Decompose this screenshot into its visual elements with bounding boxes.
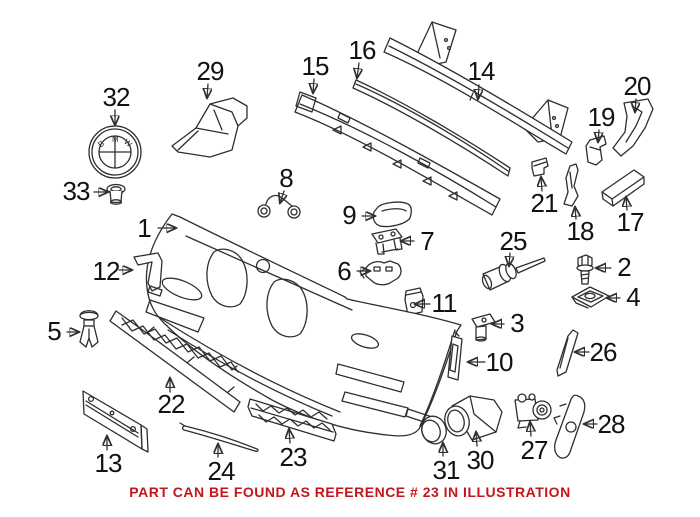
label-arrows	[66, 62, 636, 458]
part-label-14: 14	[467, 56, 496, 86]
part-plate-13	[82, 390, 149, 453]
part-label-33: 33	[62, 176, 91, 206]
part-label-20: 20	[623, 71, 652, 101]
leader-arrow-25	[509, 252, 510, 266]
part-label-7: 7	[420, 226, 435, 256]
part-bumper-cover	[145, 213, 462, 437]
leader-arrow-14	[478, 84, 479, 99]
part-reflector-28	[553, 394, 586, 459]
part-label-5: 5	[47, 316, 62, 346]
part-grille-22	[109, 310, 241, 413]
part-bracket-20	[612, 98, 654, 157]
leader-arrow-8	[280, 190, 284, 203]
emblem-letter-w: W	[122, 137, 134, 149]
part-sensor-25	[481, 257, 546, 291]
part-holder-27	[514, 393, 552, 429]
part-nut-4	[571, 286, 610, 309]
part-label-4: 4	[626, 282, 641, 312]
emblem-letter-b: B	[96, 139, 106, 149]
part-label-31: 31	[432, 455, 461, 485]
part-label-22: 22	[157, 389, 186, 419]
leader-arrow-15	[313, 78, 314, 93]
leader-arrow-27	[530, 422, 531, 437]
leader-arrow-29	[207, 83, 208, 98]
emblem-letter-m: M	[112, 135, 119, 144]
part-bar-17	[601, 169, 645, 207]
leader-arrow-30	[476, 432, 477, 447]
part-reinforcement-bar	[383, 21, 573, 155]
part-impact-absorber	[294, 91, 501, 216]
leader-arrow-17	[626, 197, 627, 211]
part-rivet-5	[79, 310, 99, 348]
leader-arrow-16	[357, 62, 359, 78]
part-hook-8	[257, 194, 301, 219]
part-label-26: 26	[589, 337, 618, 367]
part-label-18: 18	[566, 216, 595, 246]
part-cover-plate-9	[372, 201, 412, 228]
part-grommet	[106, 183, 126, 205]
part-label-8: 8	[279, 163, 294, 193]
part-label-27: 27	[520, 435, 549, 465]
part-bolt-2	[576, 254, 594, 285]
leader-arrow-18	[575, 207, 576, 220]
part-label-12: 12	[92, 256, 121, 286]
part-label-6: 6	[337, 256, 352, 286]
part-clamp-7	[371, 228, 403, 255]
part-label-15: 15	[301, 51, 330, 81]
part-label-2: 2	[617, 252, 632, 282]
leader-arrow-19	[598, 129, 599, 142]
part-label-13: 13	[94, 448, 123, 478]
part-label-23: 23	[279, 442, 308, 472]
part-label-9: 9	[342, 200, 357, 230]
part-bracket-10	[447, 331, 463, 381]
reference-note: PART CAN BE FOUND AS REFERENCE # 23 IN I…	[129, 484, 571, 500]
part-label-28: 28	[597, 409, 626, 439]
part-label-29: 29	[196, 56, 225, 86]
part-bracket-18	[563, 163, 579, 207]
part-label-24: 24	[207, 456, 236, 486]
leader-arrow-20	[635, 98, 636, 112]
part-bracket-3	[471, 313, 496, 342]
part-bracket-12	[133, 252, 163, 297]
leader-arrow-23	[289, 429, 290, 444]
part-strip-26	[556, 329, 579, 377]
part-label-25: 25	[499, 226, 528, 256]
part-strip-24	[179, 422, 259, 452]
part-label-17: 17	[616, 207, 645, 237]
part-label-16: 16	[348, 35, 377, 65]
part-bmw-emblem: B M W	[88, 125, 142, 179]
part-label-1: 1	[137, 213, 152, 243]
part-label-30: 30	[466, 445, 495, 475]
part-clip-21	[531, 157, 549, 177]
part-label-11: 11	[431, 288, 458, 318]
part-sensor-30	[444, 395, 503, 441]
part-label-3: 3	[510, 308, 525, 338]
part-label-19: 19	[587, 102, 616, 132]
part-label-10: 10	[485, 347, 514, 377]
part-grille-23	[247, 398, 337, 442]
part-label-32: 32	[102, 82, 131, 112]
part-bracket-6	[359, 260, 402, 286]
part-clip-11	[404, 287, 424, 316]
part-label-21: 21	[530, 188, 559, 218]
leader-arrow-21	[541, 177, 542, 192]
part-upper-strip	[352, 79, 511, 177]
part-brake-air-duct	[171, 97, 248, 158]
part-bracket-19	[585, 135, 607, 166]
